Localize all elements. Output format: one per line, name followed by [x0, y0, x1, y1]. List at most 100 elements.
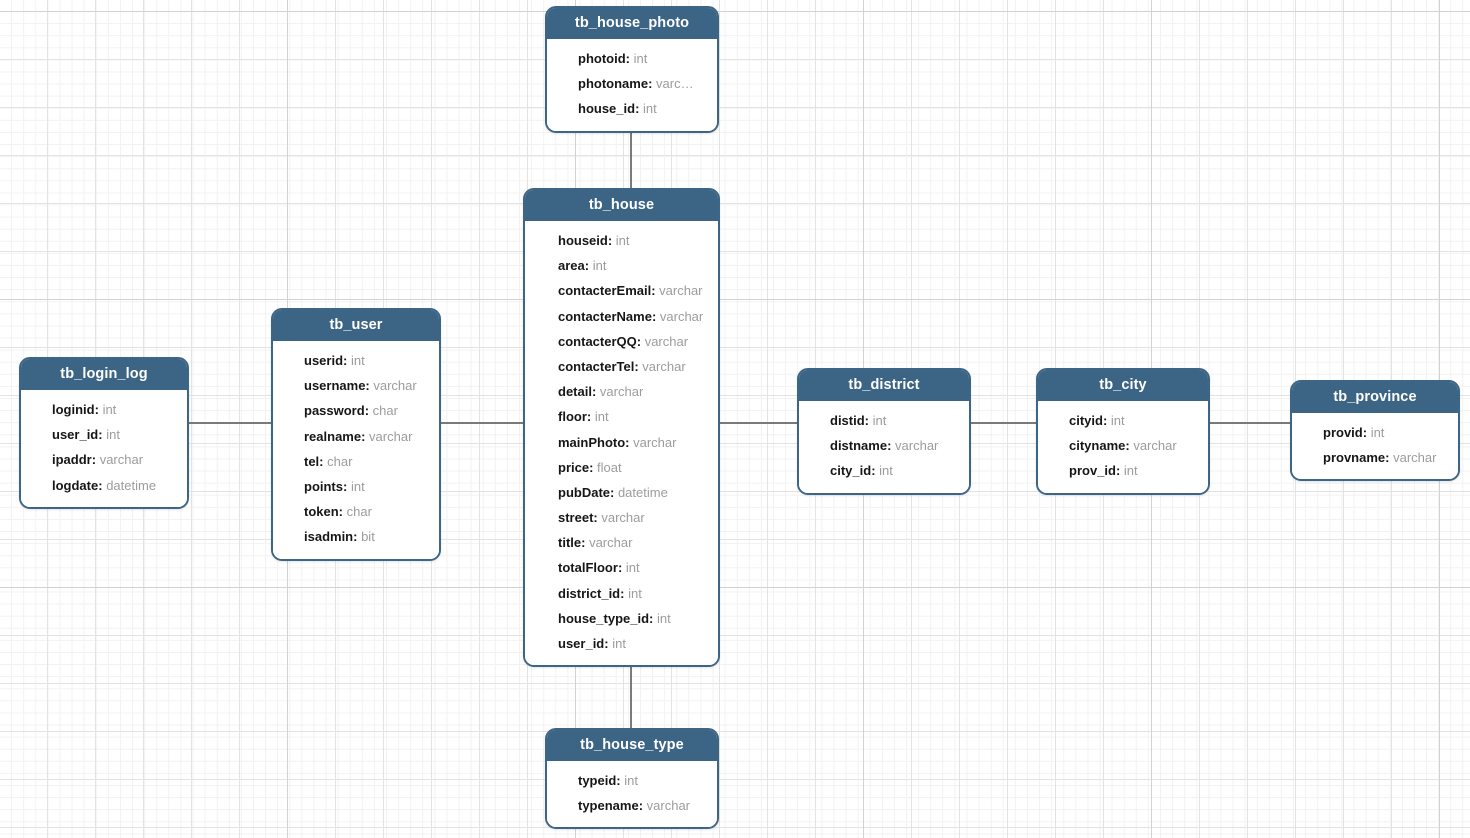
field-row[interactable]: city_id: int: [799, 458, 969, 483]
field-row[interactable]: tel: char: [273, 449, 439, 474]
field-row[interactable]: title: varchar: [525, 530, 718, 555]
field-separator: :: [98, 427, 107, 443]
field-row[interactable]: contacterTel: varchar: [525, 354, 718, 379]
field-type: varchar: [601, 510, 645, 526]
field-row[interactable]: house_type_id: int: [525, 606, 718, 631]
connector-user-to-house[interactable]: [441, 422, 523, 424]
field-row[interactable]: detail: varchar: [525, 379, 718, 404]
field-row[interactable]: area: int: [525, 253, 718, 278]
entity-table-header-tb_city[interactable]: tb_city: [1038, 370, 1208, 401]
connector-login-log-to-user[interactable]: [189, 422, 271, 424]
field-type: datetime: [617, 484, 668, 500]
field-type: char: [346, 504, 372, 520]
field-row[interactable]: photoname: varc…: [547, 71, 717, 96]
field-name: loginid: [52, 402, 95, 417]
field-row[interactable]: provname: varchar: [1292, 445, 1458, 470]
field-row[interactable]: token: char: [273, 499, 439, 524]
field-separator: :: [638, 798, 647, 814]
field-name: ipaddr: [52, 452, 92, 468]
entity-table-header-tb_login_log[interactable]: tb_login_log: [21, 359, 187, 390]
field-row[interactable]: contacterName: varchar: [525, 304, 718, 329]
field-separator: :: [620, 585, 629, 601]
connector-house-photo-to-house[interactable]: [630, 130, 632, 188]
field-row[interactable]: prov_id: int: [1038, 458, 1208, 483]
field-row[interactable]: typename: varchar: [547, 793, 717, 818]
field-type: int: [350, 353, 365, 368]
field-row[interactable]: cityname: varchar: [1038, 433, 1208, 458]
field-row[interactable]: ipaddr: varchar: [21, 447, 187, 472]
field-name: photoid: [578, 51, 626, 66]
field-separator: :: [871, 463, 880, 479]
field-row[interactable]: distname: varchar: [799, 433, 969, 458]
field-separator: :: [353, 529, 362, 545]
field-row[interactable]: password: char: [273, 398, 439, 423]
field-row[interactable]: realname: varchar: [273, 424, 439, 449]
field-separator: :: [1362, 425, 1371, 440]
field-type: int: [633, 51, 648, 66]
field-row[interactable]: username: varchar: [273, 373, 439, 398]
entity-table-header-tb_house_type[interactable]: tb_house_type: [547, 730, 717, 761]
field-row[interactable]: floor: int: [525, 404, 718, 429]
field-row[interactable]: user_id: int: [21, 422, 187, 447]
field-row[interactable]: pubDate: datetime: [525, 480, 718, 505]
field-row[interactable]: provid: int: [1292, 420, 1458, 445]
field-row[interactable]: user_id: int: [525, 631, 718, 656]
entity-table-header-tb_house_photo[interactable]: tb_house_photo: [547, 8, 717, 39]
field-row[interactable]: price: float: [525, 455, 718, 480]
field-row[interactable]: district_id: int: [525, 581, 718, 606]
connector-house-to-house-type[interactable]: [630, 664, 632, 728]
field-row[interactable]: typeid: int: [547, 768, 717, 793]
field-type: int: [643, 101, 657, 117]
field-name: photoname: [578, 76, 649, 92]
field-row[interactable]: photoid: int: [547, 46, 717, 71]
field-name: typeid: [578, 773, 617, 788]
field-row[interactable]: loginid: int: [21, 397, 187, 422]
field-row[interactable]: cityid: int: [1038, 408, 1208, 433]
connector-house-to-district[interactable]: [720, 422, 797, 424]
field-type: int: [594, 409, 609, 425]
field-type: varchar: [99, 452, 144, 468]
field-separator: :: [1115, 463, 1124, 479]
field-type: bit: [361, 529, 375, 545]
field-separator: :: [607, 233, 616, 248]
connector-district-to-city[interactable]: [971, 422, 1036, 424]
field-separator: :: [604, 636, 613, 651]
entity-table-header-tb_province[interactable]: tb_province: [1292, 382, 1458, 413]
field-row[interactable]: contacterQQ: varchar: [525, 329, 718, 354]
field-name: floor: [558, 409, 587, 425]
field-type: int: [592, 258, 607, 274]
field-name: distid: [830, 413, 865, 428]
entity-table-header-tb_house[interactable]: tb_house: [525, 190, 718, 221]
field-type: varc…: [656, 76, 694, 92]
field-row[interactable]: logdate: datetime: [21, 473, 187, 498]
entity-table-header-tb_user[interactable]: tb_user: [273, 310, 439, 341]
connector-city-to-province[interactable]: [1210, 422, 1290, 424]
field-type: varchar: [633, 434, 677, 450]
field-row[interactable]: contacterEmail: varchar: [525, 278, 718, 303]
field-name: district_id: [558, 585, 621, 601]
field-row[interactable]: isadmin: bit: [273, 524, 439, 549]
field-name: password: [304, 403, 365, 419]
field-row[interactable]: points: int: [273, 474, 439, 499]
field-row[interactable]: house_id: int: [547, 96, 717, 121]
field-row[interactable]: distid: int: [799, 408, 969, 433]
field-name: prov_id: [1069, 463, 1116, 479]
field-row[interactable]: houseid: int: [525, 228, 718, 253]
field-row[interactable]: userid: int: [273, 348, 439, 373]
field-row[interactable]: totalFloor: int: [525, 555, 718, 580]
field-row[interactable]: mainPhoto: varchar: [525, 430, 718, 455]
field-type: int: [1110, 413, 1125, 428]
entity-table-header-tb_district[interactable]: tb_district: [799, 370, 969, 401]
field-row[interactable]: street: varchar: [525, 505, 718, 530]
field-name: contacterTel: [558, 358, 635, 374]
field-type: varchar: [373, 378, 417, 394]
